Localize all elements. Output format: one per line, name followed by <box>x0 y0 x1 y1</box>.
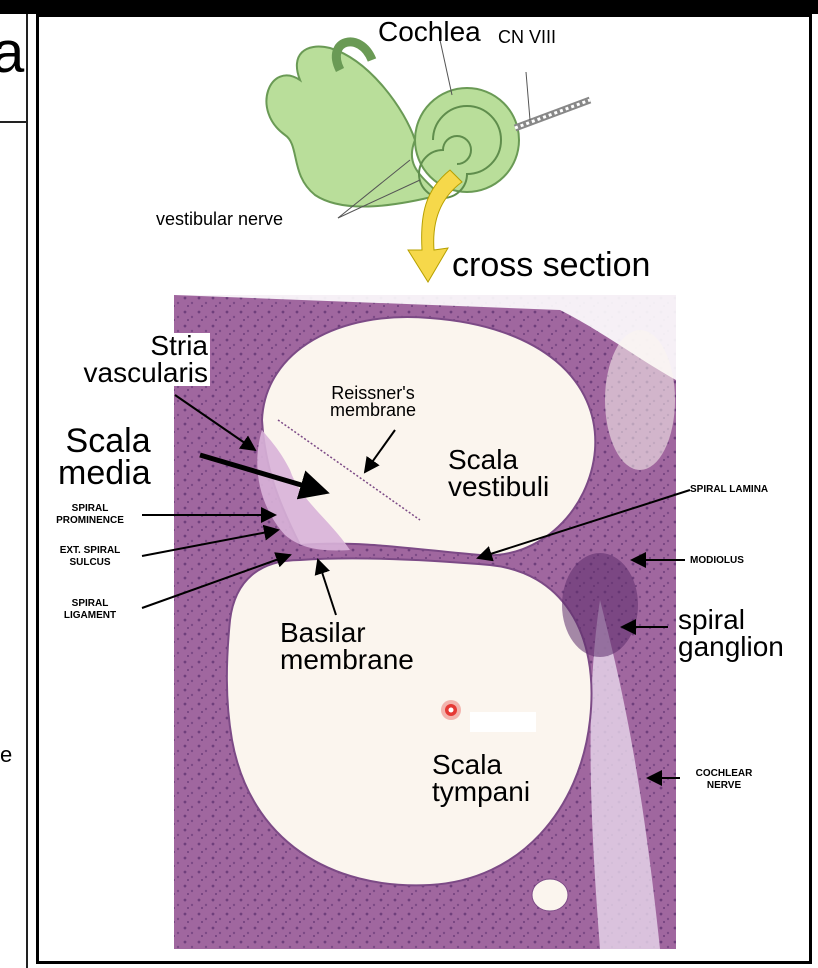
spiral-lamina-label: SPIRAL LAMINA <box>690 484 769 495</box>
cochlea-label: Cochlea <box>378 16 481 47</box>
cursor-marker <box>441 700 461 720</box>
stria-vascularis-label: Stria vascularis <box>46 331 210 387</box>
inner-ear-icon <box>265 37 592 219</box>
spiral-ligament-label: SPIRAL LIGAMENT <box>63 598 117 621</box>
left-divider <box>0 121 28 123</box>
ext-spiral-sulcus-label: EXT. SPIRAL SULCUS <box>59 545 121 568</box>
redaction-box <box>470 712 536 732</box>
basilar-membrane-label: Basilar membrane <box>280 617 414 675</box>
modiolus-label: MODIOLUS <box>690 555 744 566</box>
cross-section-arrow <box>407 169 463 283</box>
scala-vestibuli-label: Scala vestibuli <box>448 444 550 502</box>
reissners-membrane-label: Reissner's membrane <box>330 383 417 421</box>
scala-tympani-label: Scala tympani <box>432 749 531 807</box>
spiral-ganglion-label: spiral ganglion <box>678 604 784 662</box>
cochlear-nerve-label: COCHLEAR NERVE <box>695 768 753 791</box>
scala-media-label: Scala media <box>58 422 151 493</box>
left-title-fragment: a <box>0 20 25 85</box>
vestibular-nerve-label: vestibular nerve <box>156 209 284 229</box>
left-text-fragment: e <box>0 742 13 767</box>
left-panel: a e <box>0 14 28 968</box>
histology-section <box>174 295 676 949</box>
spiral-prominence-label: SPIRAL PROMINENCE <box>56 503 124 526</box>
top-bar <box>0 0 818 14</box>
cn-viii-label: CN VIII <box>498 27 557 47</box>
cross-section-label: cross section <box>452 246 651 284</box>
